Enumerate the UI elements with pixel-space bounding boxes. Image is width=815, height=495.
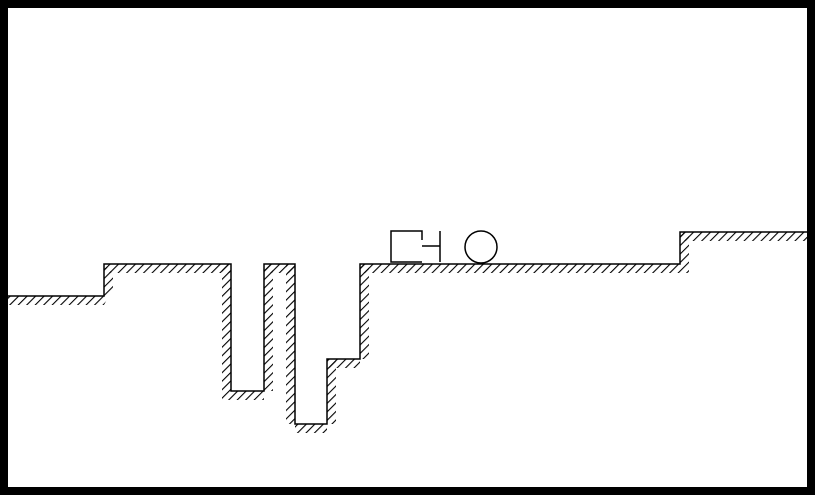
ball-icon[interactable] bbox=[464, 230, 498, 264]
terrain-hatching bbox=[8, 232, 807, 433]
game-canvas[interactable] bbox=[8, 8, 807, 487]
level-scene bbox=[8, 230, 807, 433]
cannon-icon[interactable] bbox=[390, 230, 441, 263]
terrain-outline bbox=[8, 231, 807, 425]
